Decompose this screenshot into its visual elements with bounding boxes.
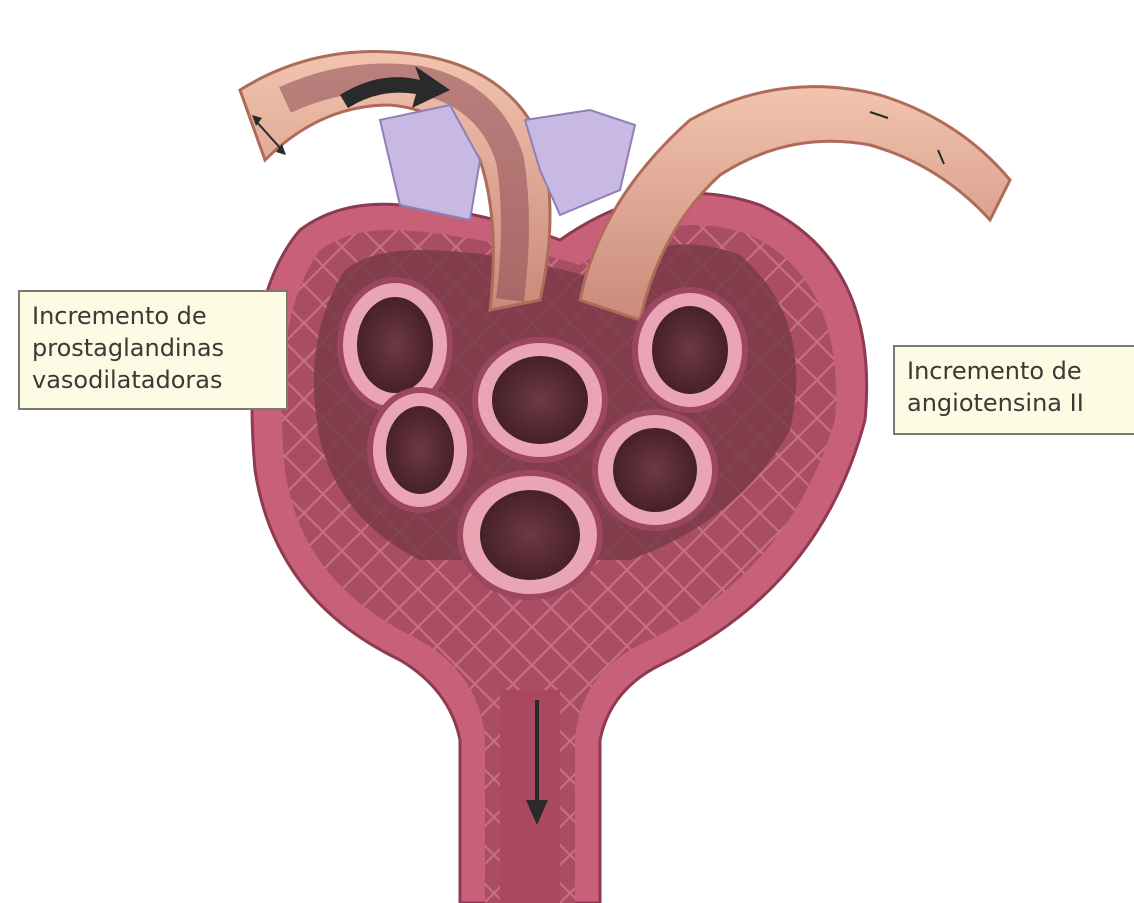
label-angiotensin: Incremento de angiotensina II bbox=[893, 345, 1134, 435]
label-line: Incremento de bbox=[32, 300, 274, 332]
label-line: vasodilatadoras bbox=[32, 364, 274, 396]
label-prostaglandins: Incremento de prostaglandinas vasodilata… bbox=[18, 290, 288, 410]
label-line: Incremento de bbox=[907, 355, 1134, 387]
label-line: angiotensina II bbox=[907, 387, 1134, 419]
label-line: prostaglandinas bbox=[32, 332, 274, 364]
